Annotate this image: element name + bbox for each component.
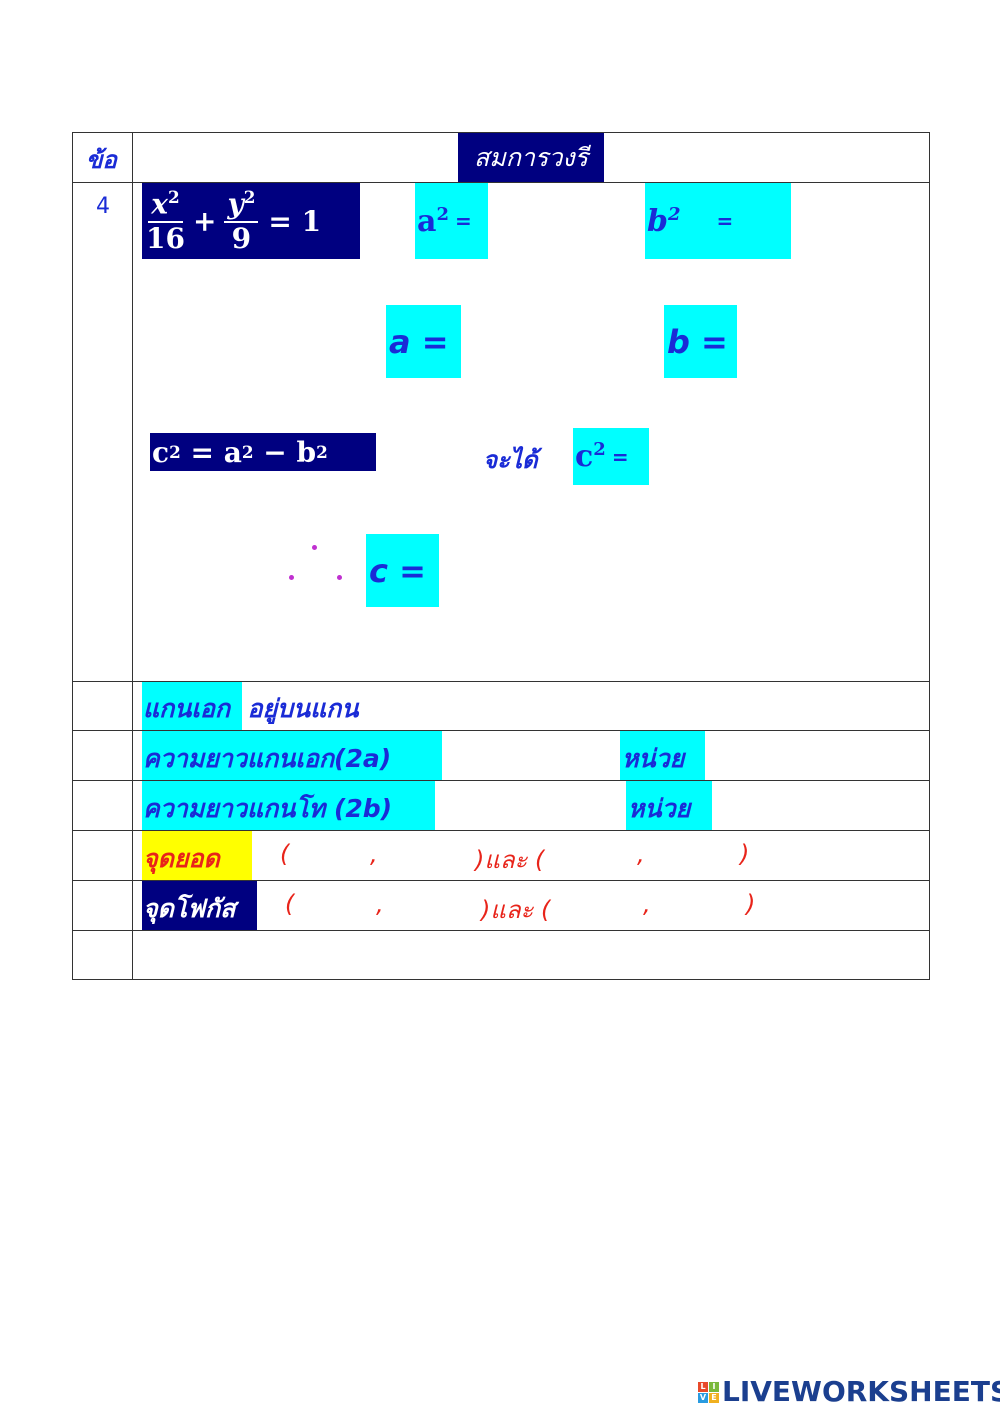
logo-letter: V <box>698 1393 708 1403</box>
a-box[interactable]: a = <box>386 305 461 378</box>
y-denominator: 9 <box>231 221 252 255</box>
header-item-number: ข้อ <box>86 146 117 174</box>
row-divider <box>72 681 930 682</box>
vertex-2-comma: , <box>637 840 645 868</box>
therefore-dot <box>337 575 342 580</box>
focus-close-and: )และ ( <box>481 896 551 924</box>
major-length-box <box>142 731 442 780</box>
header-title-box: สมการวงรี <box>458 133 604 182</box>
table-column-divider <box>132 132 133 980</box>
row-divider <box>72 780 930 781</box>
x-denominator: 16 <box>146 221 185 255</box>
row-divider <box>72 830 930 831</box>
major-unit-label: หน่วย <box>622 744 685 773</box>
b-label: b = <box>667 322 728 361</box>
table-border-bottom <box>72 979 930 980</box>
plus-sign: + <box>192 204 217 238</box>
vertex-1-open: ( <box>280 840 290 868</box>
y-variable: y <box>227 187 244 221</box>
therefore-dot <box>312 545 317 550</box>
a-squared-label: a <box>417 203 437 239</box>
vertices-highlight <box>142 831 252 880</box>
major-axis-label: แกนเอก อยู่บนแกน <box>143 694 359 723</box>
focus-1-open: ( <box>285 890 295 918</box>
vertex-2-close: ) <box>740 840 750 868</box>
c-squared-eq: = <box>611 444 629 469</box>
vertex-close-and: )และ ( <box>475 846 545 874</box>
b-squared-box[interactable]: b2 = <box>645 183 791 259</box>
focus-2-close: ) <box>746 890 756 918</box>
c-squared-box[interactable]: c2 = <box>573 428 649 485</box>
liveworksheets-logo-icon: L I V E <box>698 1382 719 1403</box>
x-variable: x <box>151 187 168 221</box>
b-box[interactable]: b = <box>664 305 737 378</box>
table-border-left <box>72 132 73 980</box>
c-box[interactable]: c = <box>366 534 439 607</box>
logo-letter: I <box>709 1382 719 1392</box>
major-length-label: ความยาวแกนเอก(2a) <box>143 744 392 773</box>
minor-unit-label: หน่วย <box>628 794 691 823</box>
c-squared-label: c <box>575 439 594 474</box>
item-number: 4 <box>96 194 110 219</box>
fraction-y: y2 9 <box>224 187 259 255</box>
logo-letter: E <box>709 1393 719 1403</box>
foci-label: จุดโฟกัส <box>143 894 236 923</box>
minor-length-label: ความยาวแกนโท (2b) <box>143 794 393 823</box>
table-border-right <box>929 132 930 980</box>
row-divider <box>72 182 930 183</box>
minor-length-box <box>142 781 435 830</box>
c-formula-mid: = a <box>180 435 242 469</box>
equation-rhs: = 1 <box>268 204 322 238</box>
header-title: สมการวงรี <box>473 142 588 172</box>
a-squared-eq: = <box>454 209 472 233</box>
a-label: a = <box>389 322 449 361</box>
fraction-x: x2 16 <box>146 187 185 255</box>
major-unit-box <box>620 731 705 780</box>
foci-highlight <box>142 881 257 930</box>
row-divider <box>72 930 930 931</box>
minor-unit-box <box>626 781 712 830</box>
focus-2-comma: , <box>643 890 651 918</box>
b-squared-label: b <box>647 203 668 239</box>
ellipse-equation: x2 16 + y2 9 = 1 <box>142 183 360 259</box>
logo-letter: L <box>698 1382 708 1392</box>
liveworksheets-logo-text: LIVEWORKSHEETS <box>722 1375 1000 1408</box>
c-will-get-label: จะได้ <box>483 446 538 474</box>
c-formula-minus: − b <box>253 435 317 469</box>
c-variable: c <box>152 435 170 469</box>
focus-1-comma: , <box>376 890 384 918</box>
therefore-dot <box>289 575 294 580</box>
vertices-label: จุดยอด <box>143 844 220 873</box>
table-border-top <box>72 132 930 133</box>
major-axis-highlight <box>142 682 242 730</box>
a-squared-box[interactable]: a2 = <box>415 183 488 259</box>
c-label: c = <box>369 551 426 590</box>
row-divider <box>72 730 930 731</box>
b-squared-eq: = <box>716 209 734 233</box>
row-divider <box>72 880 930 881</box>
vertex-1-comma: , <box>370 840 378 868</box>
